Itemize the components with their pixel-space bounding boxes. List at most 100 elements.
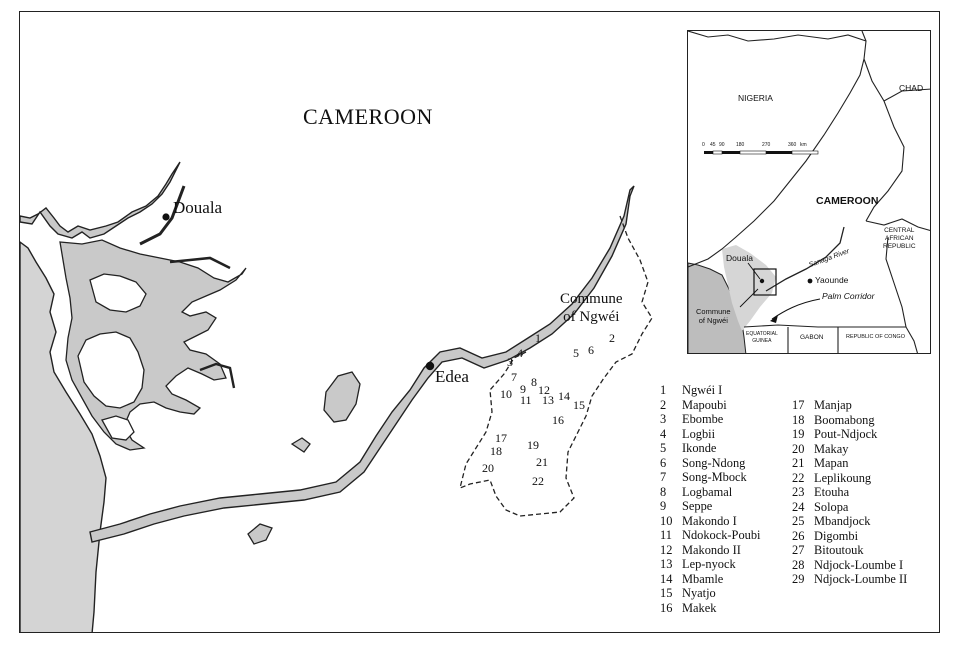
- zone-number: 4: [517, 346, 523, 360]
- zone-number: 2: [609, 331, 615, 345]
- zone-number: 18: [490, 444, 502, 458]
- legend-number: 27: [792, 543, 805, 557]
- zone-number: 5: [573, 346, 579, 360]
- legend-item: 10 Makondo I: [660, 514, 760, 529]
- legend-number: 1: [660, 383, 667, 397]
- douala-dot: [162, 213, 170, 221]
- zone-number: 20: [482, 461, 494, 475]
- zone-number: 8: [531, 375, 537, 389]
- sanaga-river: [89, 185, 635, 543]
- legend-number: 6: [660, 455, 667, 470]
- inset-border-chad-east: [883, 88, 930, 102]
- legend-name: Bitoutouk: [814, 543, 864, 557]
- legend-number: 4: [660, 426, 667, 441]
- legend-item: 4 Logbii: [660, 427, 760, 442]
- zone-number: 11: [520, 393, 532, 407]
- sea: [20, 161, 181, 239]
- legend-number: 17: [792, 398, 805, 412]
- inset-label-car: CENTRAL AFRICAN REPUBLIC: [883, 227, 916, 251]
- legend-number: 9: [660, 499, 667, 513]
- legend-name: Mapoubi: [682, 397, 727, 412]
- legend-name: Makondo I: [682, 513, 737, 528]
- legend-name: Song-Ndong: [682, 455, 746, 470]
- inset-border-top: [688, 31, 867, 42]
- creek-2: [169, 256, 231, 270]
- zone-number: 19: [527, 438, 539, 452]
- inset-label-commune-line2: of Ngwéi: [698, 316, 728, 325]
- inset-border-car-south: [885, 236, 907, 328]
- zone-number: 14: [558, 389, 570, 403]
- legend-number: 19: [792, 427, 805, 441]
- inset-label-congo: REPUBLIC OF CONGO: [846, 334, 905, 340]
- inset-commune-pointer: [739, 288, 759, 308]
- commune-label-line2: of Ngwéi: [563, 309, 620, 325]
- legend-item: 24 Solopa: [792, 500, 907, 515]
- legend-name: Manjap: [814, 398, 852, 412]
- edea-dot: [425, 361, 435, 371]
- inset-label-car-line3: REPUBLIC: [883, 243, 916, 250]
- city-label-edea: Edea: [435, 367, 469, 386]
- legend-name: Boomabong: [814, 412, 875, 427]
- inset-scale-bar: [704, 150, 819, 155]
- legend-name: Lep-nyock: [682, 557, 736, 571]
- zone-number: 7: [511, 370, 517, 384]
- legend-number: 10: [660, 513, 673, 528]
- lake-2: [290, 437, 311, 453]
- inset-map-svg: [688, 31, 930, 353]
- commune-label-line1: Commune: [560, 291, 623, 307]
- main-map: [20, 161, 653, 632]
- inset-label-eq-guinea-line1: EQUATORIAL: [746, 331, 778, 337]
- zone-number: 16: [552, 413, 564, 427]
- island-2: [89, 273, 147, 313]
- legend-number: 28: [792, 557, 805, 572]
- legend-number: 18: [792, 412, 805, 427]
- zone-number: 3: [507, 355, 513, 369]
- island-3: [101, 415, 135, 441]
- island-1: [77, 331, 145, 409]
- inset-coastal-zone: [722, 245, 776, 331]
- legend-number: 24: [792, 499, 805, 514]
- lake-1: [323, 371, 361, 423]
- commune-label: Commune of Ngwéi: [560, 290, 623, 326]
- legend-name: Solopa: [814, 499, 849, 514]
- legend-number: 8: [660, 484, 667, 499]
- legend-name: Ngwéi I: [682, 383, 723, 397]
- legend-item: 6 Song-Ndong: [660, 456, 760, 471]
- legend-number: 22: [792, 470, 805, 485]
- inset-palm-corridor-arrowhead: [770, 315, 778, 323]
- legend-number: 26: [792, 528, 805, 543]
- inset-label-car-line1: CENTRAL: [884, 227, 915, 234]
- zone-number: 12: [538, 383, 550, 397]
- legend-name: Logbii: [682, 426, 716, 441]
- inset-douala-pointer: [747, 262, 761, 280]
- inset-label-commune: Commune of Ngwéi: [696, 307, 731, 325]
- legend-number: 20: [792, 441, 805, 456]
- legend-name: Mbandjock: [814, 514, 871, 528]
- zone-number: 6: [588, 343, 594, 357]
- scale-tick: 270: [762, 142, 771, 148]
- inset-douala-dot: [759, 278, 765, 284]
- legend-name: Makay: [814, 441, 849, 456]
- legend-name: Song-Mbock: [682, 470, 747, 484]
- legend-name: Ndjock-Loumbe II: [814, 572, 908, 586]
- legend-item: 17 Manjap: [792, 398, 907, 413]
- city-label-douala: Douala: [173, 198, 223, 217]
- legend-item: 20 Makay: [792, 442, 907, 457]
- creek-3: [199, 362, 236, 389]
- scale-tick: 0: [702, 142, 705, 148]
- legend-name: Ndokock-Poubi: [682, 528, 761, 542]
